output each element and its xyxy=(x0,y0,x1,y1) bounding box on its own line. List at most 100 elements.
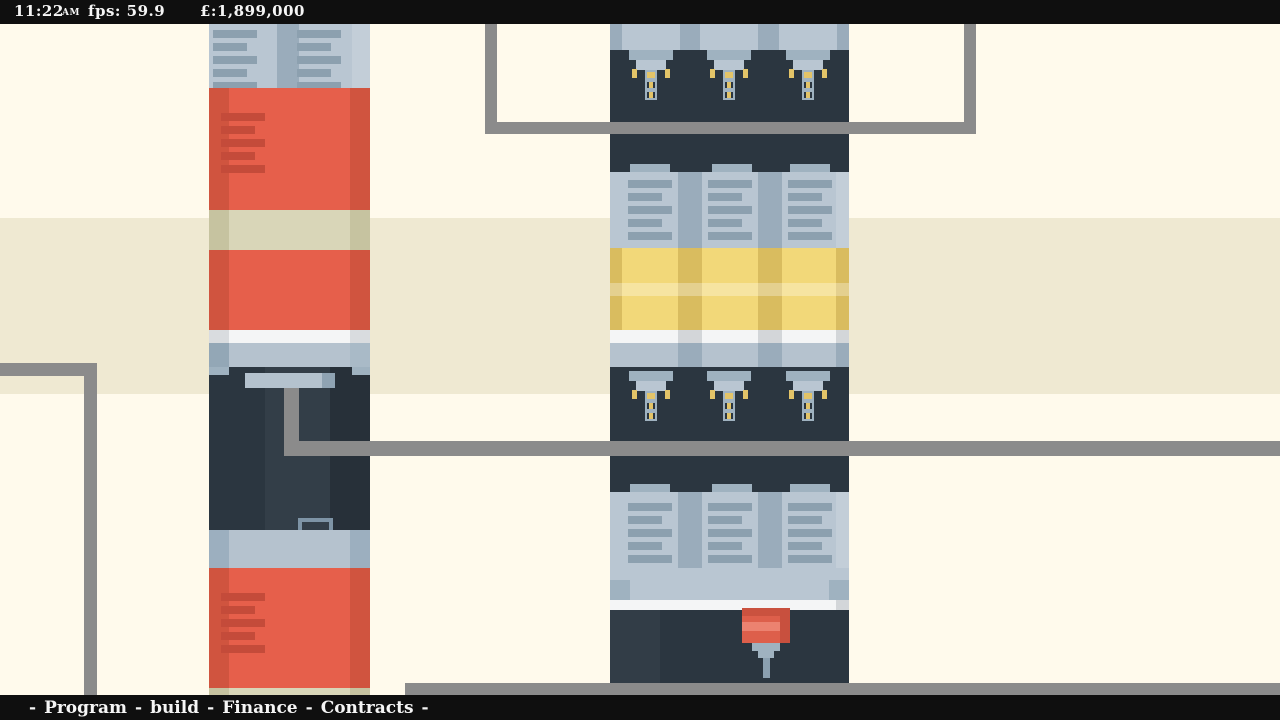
engine-bell-mid xyxy=(793,60,823,70)
ring-edge-shade xyxy=(209,330,229,343)
hull-panel xyxy=(277,24,299,88)
interstage-ring[interactable] xyxy=(209,210,370,250)
vent-slat xyxy=(788,206,832,214)
vent-slat xyxy=(788,503,832,511)
gantry-pipe-top-right-vertical[interactable] xyxy=(964,24,976,134)
ring-segment-shade xyxy=(836,330,849,343)
corner-step xyxy=(610,580,630,600)
vent-slat xyxy=(221,606,255,614)
engine-valve-left xyxy=(789,69,794,78)
vent-slat xyxy=(628,529,672,537)
vent-slat xyxy=(297,82,341,88)
vent-slat xyxy=(708,219,742,227)
vent-slat xyxy=(708,542,742,550)
hull-panel xyxy=(678,172,702,248)
vent-slat xyxy=(297,43,331,51)
gantry-pipe-mid-horizontal[interactable] xyxy=(284,441,1280,456)
vent-group xyxy=(221,113,265,173)
engine-valve-right xyxy=(822,69,827,78)
hull-vented-section[interactable] xyxy=(209,24,370,88)
white-ring[interactable] xyxy=(610,330,849,343)
ring-edge-shade xyxy=(209,343,229,367)
vent-slat xyxy=(628,180,672,188)
engine-bay-top[interactable] xyxy=(610,24,849,172)
rocket-engine[interactable] xyxy=(780,50,836,102)
engine-bell-top xyxy=(629,371,673,381)
menu-item-finance[interactable]: Finance xyxy=(222,697,298,718)
yellow-tank-band[interactable] xyxy=(610,248,849,330)
ring-segment-shade xyxy=(836,343,849,367)
menu-item-build[interactable]: build xyxy=(150,697,200,718)
ring-edge-shade xyxy=(350,210,370,250)
fuel-tank-red-upper[interactable] xyxy=(209,88,370,210)
gantry-pipe-left-vertical[interactable] xyxy=(84,363,97,695)
hull-vented-skirt[interactable] xyxy=(610,492,849,600)
rocket-engine[interactable] xyxy=(780,371,836,423)
vent-group xyxy=(221,593,265,653)
rocket-left[interactable] xyxy=(209,24,370,695)
hud-top-bar: 11:22 AM fps: 59.9 £:1,899,000 xyxy=(0,0,1280,24)
thruster-highlight xyxy=(742,622,790,631)
menu-separator: - xyxy=(207,697,215,718)
mount-tab xyxy=(712,484,752,492)
vent-slat xyxy=(708,193,742,201)
gantry-pipe-bottom-horizontal[interactable] xyxy=(405,683,1280,695)
menu-item-program[interactable]: Program xyxy=(44,697,127,718)
engine-nozzle-segment xyxy=(802,80,814,90)
fps-counter: fps: 59.9 xyxy=(88,2,166,20)
ring-edge-shade xyxy=(209,210,229,250)
rocket-right[interactable] xyxy=(610,24,849,695)
hull-ring[interactable] xyxy=(209,343,370,367)
vent-slat xyxy=(628,516,662,524)
fuel-tank-red-lower[interactable] xyxy=(209,568,370,688)
tank-edge-shade xyxy=(350,568,370,688)
mount-tab xyxy=(712,164,752,172)
tank-edge-shade xyxy=(209,250,229,330)
engine-bay-mid[interactable] xyxy=(610,367,849,492)
thruster-red[interactable] xyxy=(742,608,790,643)
thruster-top-shade xyxy=(742,608,790,616)
ring-segment-shade xyxy=(758,343,782,367)
highlight-stripe xyxy=(610,283,849,296)
vent-slat xyxy=(221,619,265,627)
ring-segment-shade xyxy=(758,330,782,343)
menu-item-contracts[interactable]: Contracts xyxy=(320,697,414,718)
white-ring[interactable] xyxy=(610,600,849,610)
gantry-pipe-mid-vertical[interactable] xyxy=(284,388,299,456)
vent-slat xyxy=(788,516,822,524)
engine-bell-mid xyxy=(636,381,666,391)
vent-slat xyxy=(221,165,265,173)
engine-bay-bottom[interactable] xyxy=(610,610,849,683)
vent-slat xyxy=(297,56,341,64)
engine-nozzle-segment xyxy=(802,391,814,401)
menu-separator: - xyxy=(29,697,37,718)
rocket-engine[interactable] xyxy=(701,371,757,423)
hull-vented-section[interactable] xyxy=(610,172,849,248)
white-ring[interactable] xyxy=(209,330,370,343)
engine-valve-left xyxy=(710,69,715,78)
gantry-pipe-top-horizontal[interactable] xyxy=(485,122,976,134)
hull-panel xyxy=(678,492,702,568)
engine-valve-right xyxy=(665,69,670,78)
vent-group xyxy=(708,180,752,240)
rocket-engine[interactable] xyxy=(623,50,679,102)
door-outline xyxy=(298,518,333,530)
hatch-platform[interactable] xyxy=(245,373,335,388)
rocket-engine[interactable] xyxy=(701,50,757,102)
engine-valve-left xyxy=(789,390,794,399)
fuel-tank-red-mid[interactable] xyxy=(209,250,370,330)
mount-tab xyxy=(630,164,670,172)
engine-nozzle-segment xyxy=(723,391,735,401)
base-ring[interactable] xyxy=(209,688,370,695)
vent-slat xyxy=(788,555,832,563)
rocket-engine[interactable] xyxy=(623,371,679,423)
hull-ring[interactable] xyxy=(610,343,849,367)
hull-ring[interactable] xyxy=(209,530,370,568)
corner-step xyxy=(352,367,370,375)
gantry-pipe-top-left-vertical[interactable] xyxy=(485,24,497,134)
vent-group xyxy=(213,30,257,88)
mount-tab xyxy=(790,164,830,172)
hull-panel xyxy=(610,610,660,683)
gantry-pipe-left-horizontal[interactable] xyxy=(0,363,97,376)
